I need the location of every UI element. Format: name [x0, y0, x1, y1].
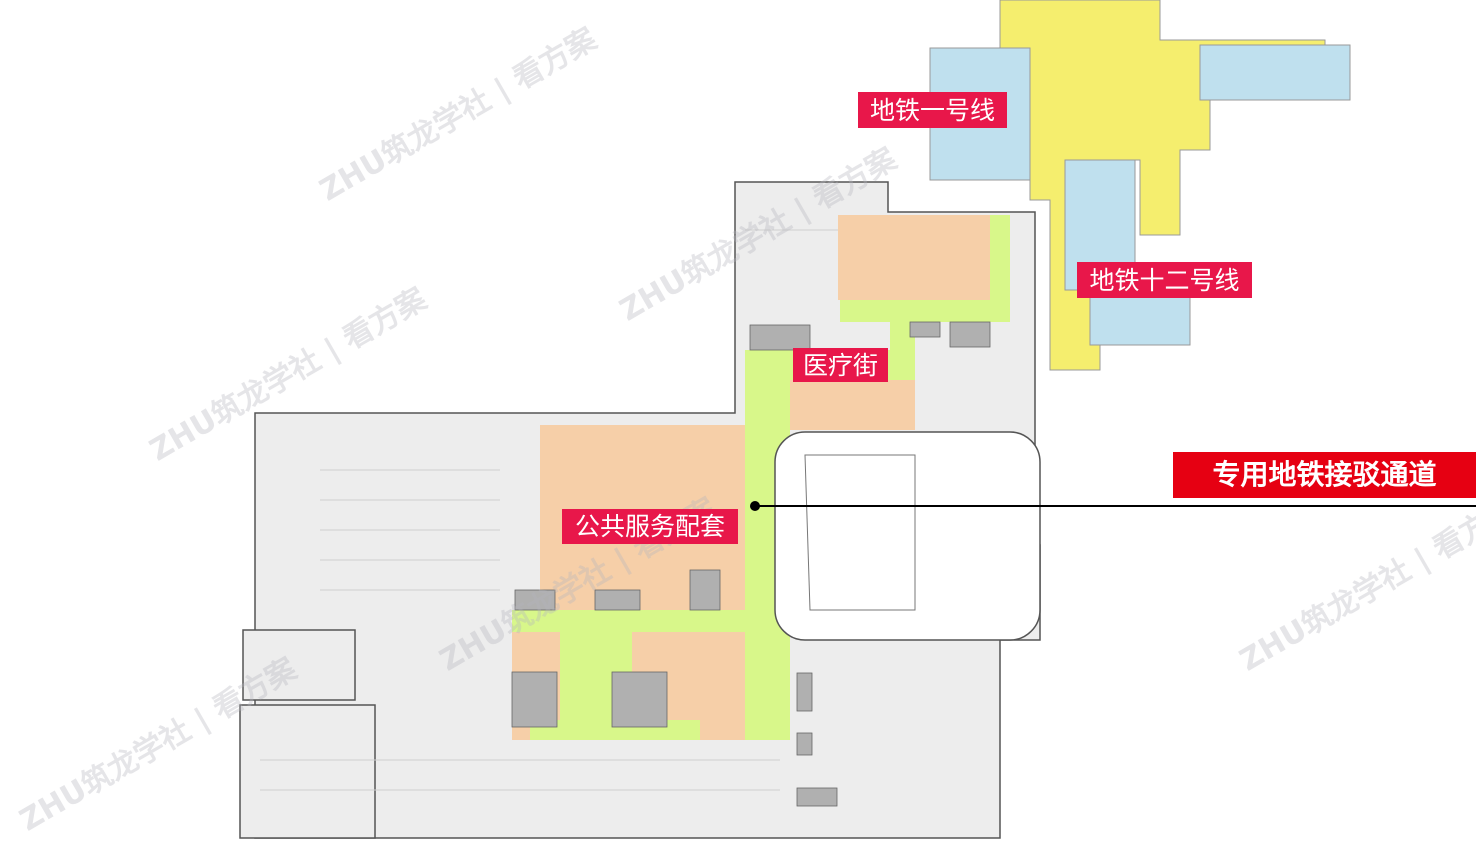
parking-grid	[260, 229, 838, 791]
connector-dot	[750, 501, 760, 511]
label-metro-line-12: 地铁十二号线	[1077, 262, 1252, 298]
tower-outline	[804, 454, 916, 611]
subway-station	[929, 0, 1351, 371]
tower-footprint	[774, 431, 1041, 641]
label-metro-line-1: 地铁一号线	[858, 92, 1007, 128]
label-public-service: 公共服务配套	[562, 509, 738, 544]
label-medical-street: 医疗街	[793, 348, 888, 382]
label-metro-connection: 专用地铁接驳通道	[1173, 452, 1476, 498]
metro-blue-area	[1199, 44, 1351, 101]
core-blocks	[511, 321, 991, 807]
connector-line	[750, 501, 1476, 511]
metro-blue-area	[1089, 289, 1191, 346]
